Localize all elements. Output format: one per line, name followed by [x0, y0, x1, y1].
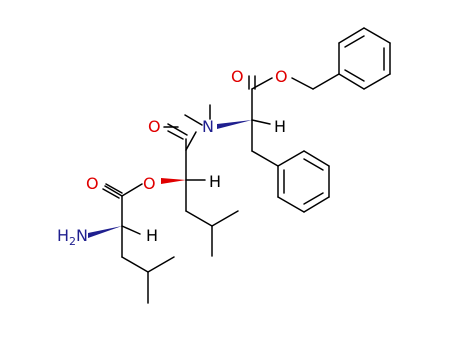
oxygen-label: O	[143, 174, 156, 193]
phe-alpha-carbon	[217, 119, 279, 167]
wedge-bond-o	[161, 178, 186, 184]
phenyl-ring	[277, 150, 330, 213]
n-methyl-amide	[163, 104, 211, 151]
hydrogen-label: H	[274, 117, 286, 136]
leucine-alpha-carbon	[88, 225, 175, 304]
amide-carbonyl	[167, 123, 188, 151]
ester-carbonyl	[248, 75, 256, 121]
lactate-alpha-carbon	[161, 149, 239, 257]
hydrogen-label: H	[146, 226, 158, 245]
amine-label: H2N	[57, 226, 88, 248]
wedge-bond-n	[217, 120, 252, 129]
hydrogen-label: H	[209, 172, 221, 191]
nitrogen-label: N	[202, 117, 214, 136]
oxygen-label: O	[231, 67, 244, 86]
oxygen-label: O	[86, 174, 99, 193]
oxygen-label: O	[275, 67, 288, 86]
wedge-bond-amine	[88, 226, 122, 238]
oxygen-label: O	[148, 117, 161, 136]
benzyl-ester-linkage	[251, 73, 340, 90]
benzyl-ring	[338, 27, 391, 90]
leucine-ester	[102, 183, 143, 227]
